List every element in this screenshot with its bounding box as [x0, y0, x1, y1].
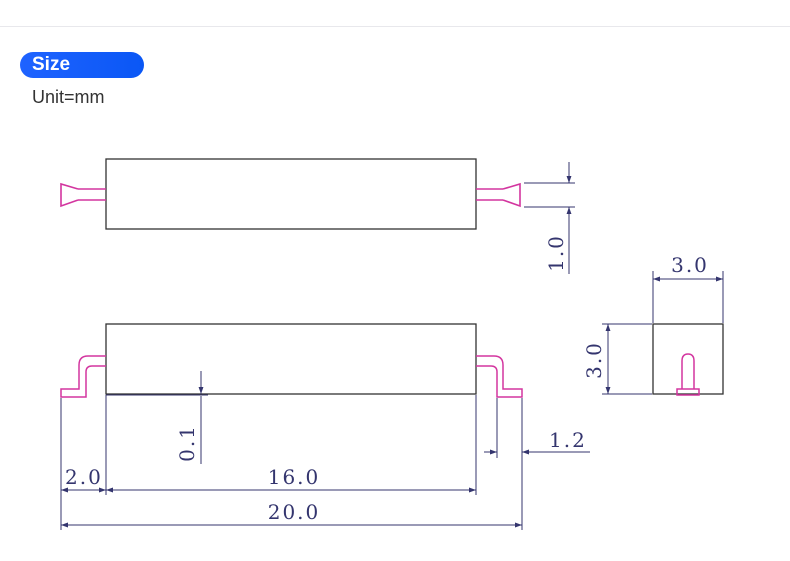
dim-height	[602, 323, 652, 395]
dim-width-label: 3.0	[671, 253, 709, 277]
dim-width	[652, 271, 724, 323]
top-view: 1.0	[60, 158, 575, 274]
side-view-body	[105, 323, 477, 395]
dim-lead-thickness	[524, 162, 575, 274]
end-view-body	[652, 323, 724, 395]
size-badge: Size	[20, 52, 144, 78]
top-view-body	[105, 158, 477, 230]
side-view-lead-right	[476, 355, 523, 398]
dim-lead-thickness-label: 1.0	[544, 234, 568, 272]
top-view-lead-left	[60, 182, 106, 208]
end-view: 3.0 3.0	[582, 253, 724, 396]
dim-pad-offset-label: 2.0	[65, 465, 103, 489]
dim-height-label: 3.0	[582, 341, 606, 379]
dim-total-length-label: 20.0	[268, 500, 321, 524]
side-view-lead-left	[60, 355, 106, 398]
top-divider	[0, 26, 790, 27]
dim-lead-length-label: 1.2	[549, 428, 587, 452]
side-view: 0.1 1.2 2.0 16.0 20.0	[60, 323, 590, 530]
top-view-lead-right	[476, 182, 521, 208]
end-view-lead	[676, 353, 700, 396]
unit-label: Unit=mm	[32, 87, 105, 107]
dim-standoff-label: 0.1	[175, 424, 199, 462]
dim-body-length-label: 16.0	[268, 465, 321, 489]
